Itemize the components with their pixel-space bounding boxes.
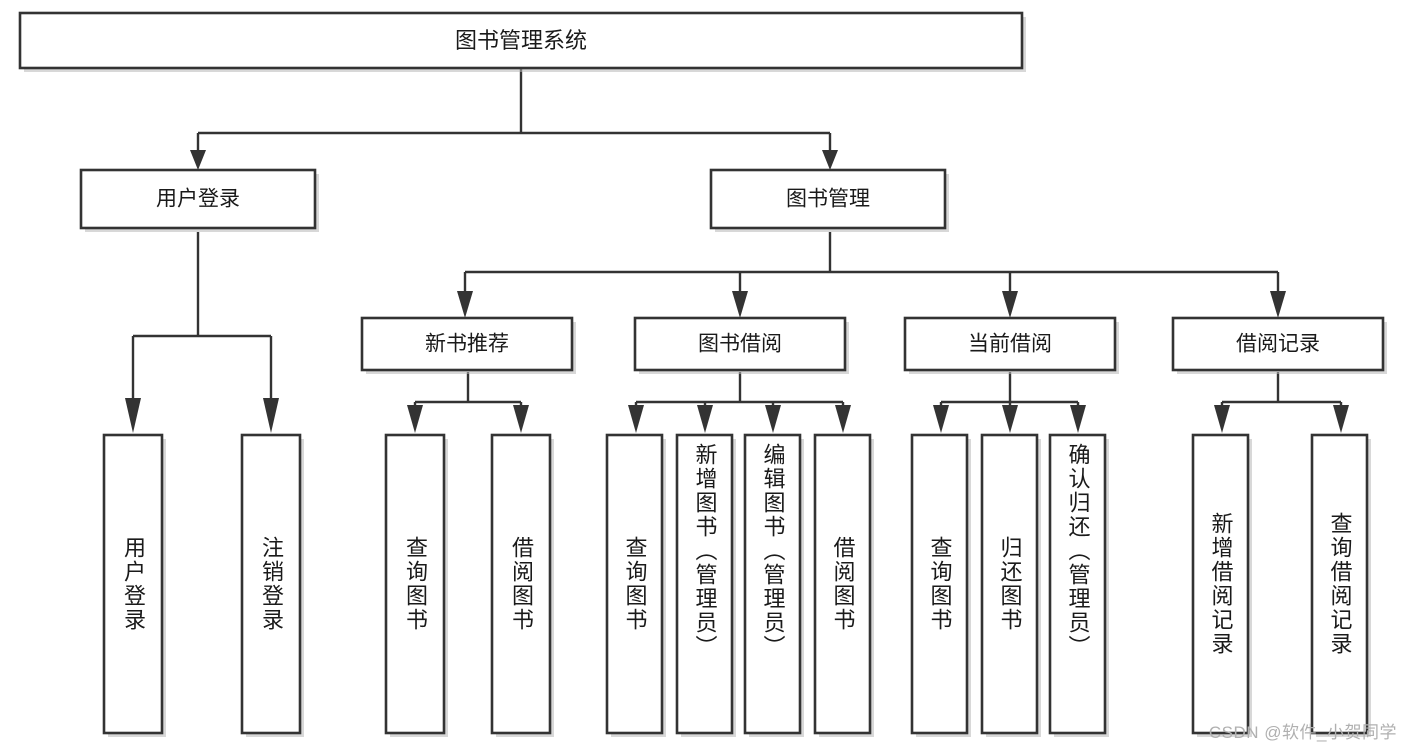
arrow-head-currentborrow-leaf-2	[1002, 405, 1018, 433]
leaf-user-login-box[interactable]	[102, 433, 164, 735]
level2-current-borrow-box[interactable]	[903, 316, 1117, 372]
level2-book-borrow-label: 图书借阅	[698, 333, 782, 356]
arrow-head-bookborrow-leaf-4	[835, 405, 851, 433]
arrow-head-bookborrow-leaf-2	[697, 405, 713, 433]
arrow-head-borrowrecord-leaf-2	[1333, 405, 1349, 433]
leaf-current-query-box[interactable]	[910, 433, 969, 735]
level2-book-borrow-box[interactable]	[633, 316, 847, 372]
level2-borrow-record-label: 借阅记录	[1236, 333, 1320, 356]
arrow-head-borrowrecord-leaf-1	[1214, 405, 1230, 433]
leaf-record-add-box[interactable]	[1191, 433, 1250, 735]
connector-layer	[125, 68, 1349, 433]
arrow-head-bookborrow-leaf-1	[628, 405, 644, 433]
arrow-head-new-book	[457, 291, 473, 318]
level1-book-mgmt-label: 图书管理	[786, 188, 870, 211]
arrow-head-bookborrow-leaf-3	[765, 405, 781, 433]
leaf-newbook-borrow-box[interactable]	[490, 433, 552, 735]
leaf-current-confirm-box[interactable]	[1048, 433, 1107, 735]
level2-new-book-label: 新书推荐	[425, 333, 509, 356]
leaf-borrow-do-box[interactable]	[813, 433, 872, 735]
level2-borrow-record-box[interactable]	[1171, 316, 1385, 372]
level2-current-borrow-label: 当前借阅	[968, 333, 1052, 356]
arrow-head-leaf-logout	[263, 398, 279, 433]
leaf-borrow-edit-box[interactable]	[743, 433, 802, 735]
arrow-head-currentborrow-leaf-3	[1070, 405, 1086, 433]
leaf-current-return-box[interactable]	[980, 433, 1039, 735]
level1-user-login-label: 用户登录	[156, 188, 240, 211]
arrow-head-newbook-leaf-2	[513, 405, 529, 433]
level1-user-login-box[interactable]	[79, 168, 317, 230]
arrow-head-newbook-leaf-1	[407, 405, 423, 433]
arrow-head-currentborrow-leaf-1	[933, 405, 949, 433]
arrow-head-borrow-record	[1270, 291, 1286, 318]
level1-book-mgmt-box[interactable]	[709, 168, 947, 230]
arrow-head-current-borrow	[1002, 291, 1018, 318]
node-layer: 图书管理系统 用户登录 图书管理 新书推荐 图书借阅 当前借阅 借阅记录	[18, 11, 1387, 737]
leaf-newbook-query-box[interactable]	[384, 433, 446, 735]
leaf-borrow-query-box[interactable]	[605, 433, 664, 735]
root-node-label: 图书管理系统	[455, 28, 587, 53]
root-node-box[interactable]	[18, 11, 1024, 70]
level2-new-book-box[interactable]	[360, 316, 574, 372]
arrow-head-leaf-user-login	[125, 398, 141, 433]
leaf-borrow-add-box[interactable]	[675, 433, 734, 735]
csdn-watermark: CSDN @软件_小贺同学	[1208, 723, 1397, 742]
arrow-head-book-mgmt	[822, 150, 838, 170]
leaf-logout-box[interactable]	[240, 433, 302, 735]
arrow-head-book-borrow	[732, 291, 748, 318]
arrow-head-user-login	[190, 150, 206, 170]
leaf-record-query-box[interactable]	[1310, 433, 1369, 735]
